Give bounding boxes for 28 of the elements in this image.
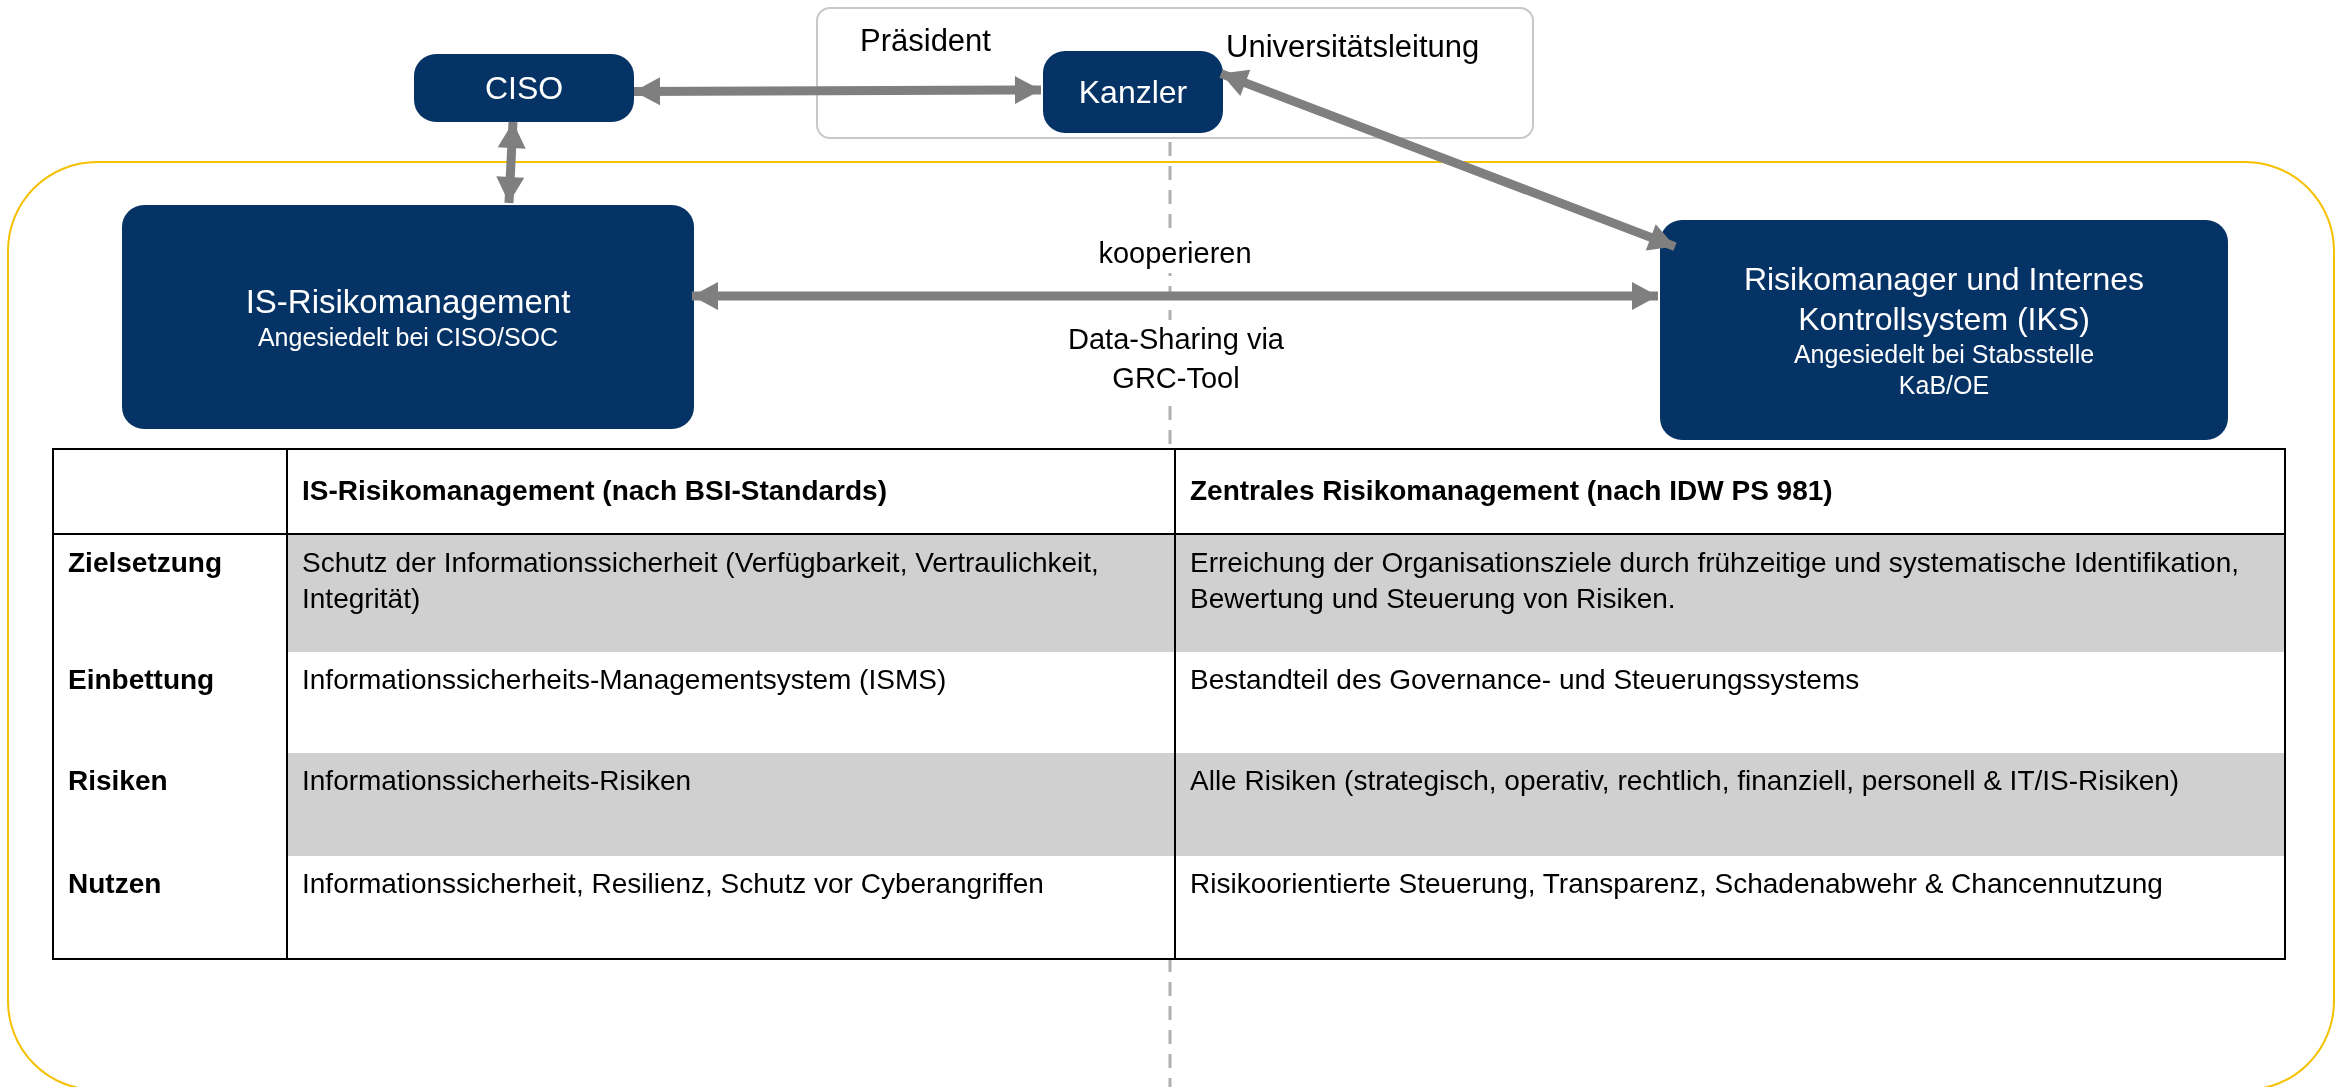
node-title: Risikomanager und Internes Kontrollsystem (IKS)	[1742, 259, 2146, 339]
table-entry: Alle Risiken (strategisch, operativ, rechtlich, finanziell, personell & IT/IS-Risiken)	[1175, 753, 2285, 856]
leadership-box	[816, 7, 1534, 139]
table-entry: Schutz der Informationssicherheit (Verfügbarkeit, Vertraulichkeit, Integrität)	[287, 534, 1175, 652]
node-subtitle: Universitätsleitung	[1226, 29, 1480, 65]
node-title: Kanzler	[1078, 73, 1188, 112]
double-arrow	[634, 76, 1041, 106]
double-arrow	[1219, 69, 1677, 251]
node-title: IS-Risikomanagement	[245, 281, 571, 322]
table-entry: Erreichung der Organisationsziele durch frühzeitige und systematische Identifikation, Bewertung und Steuerung von Risiken.	[1175, 534, 2285, 652]
table-entry: Informationssicherheit, Resilienz, Schutz vor Cyberangriffen	[287, 856, 1175, 959]
frame-border	[7, 161, 2335, 1087]
node-title: Präsident	[860, 23, 991, 59]
row-header: Zielsetzung	[53, 534, 287, 652]
role-box	[1043, 51, 1223, 133]
node-title: CISO	[484, 69, 564, 108]
table-entry: Informationssicherheits-Risiken	[287, 753, 1175, 856]
node-subtitle: Angesiedelt bei Stabsstelle KaB/OE	[1792, 338, 2096, 401]
unit-box	[1660, 220, 2228, 440]
unit-box	[122, 205, 694, 429]
node-subtitle: Angesiedelt bei CISO/SOC	[257, 322, 559, 353]
row-header: Nutzen	[53, 856, 287, 959]
row-header: Risiken	[53, 753, 287, 856]
row-header: Einbettung	[53, 652, 287, 753]
double-arrow	[692, 281, 1658, 311]
role-box	[414, 54, 634, 122]
double-arrow	[496, 121, 526, 204]
table-entry: Risikoorientierte Steuerung, Transparenz, Schadenabwehr & Chancennutzung	[1175, 856, 2285, 959]
